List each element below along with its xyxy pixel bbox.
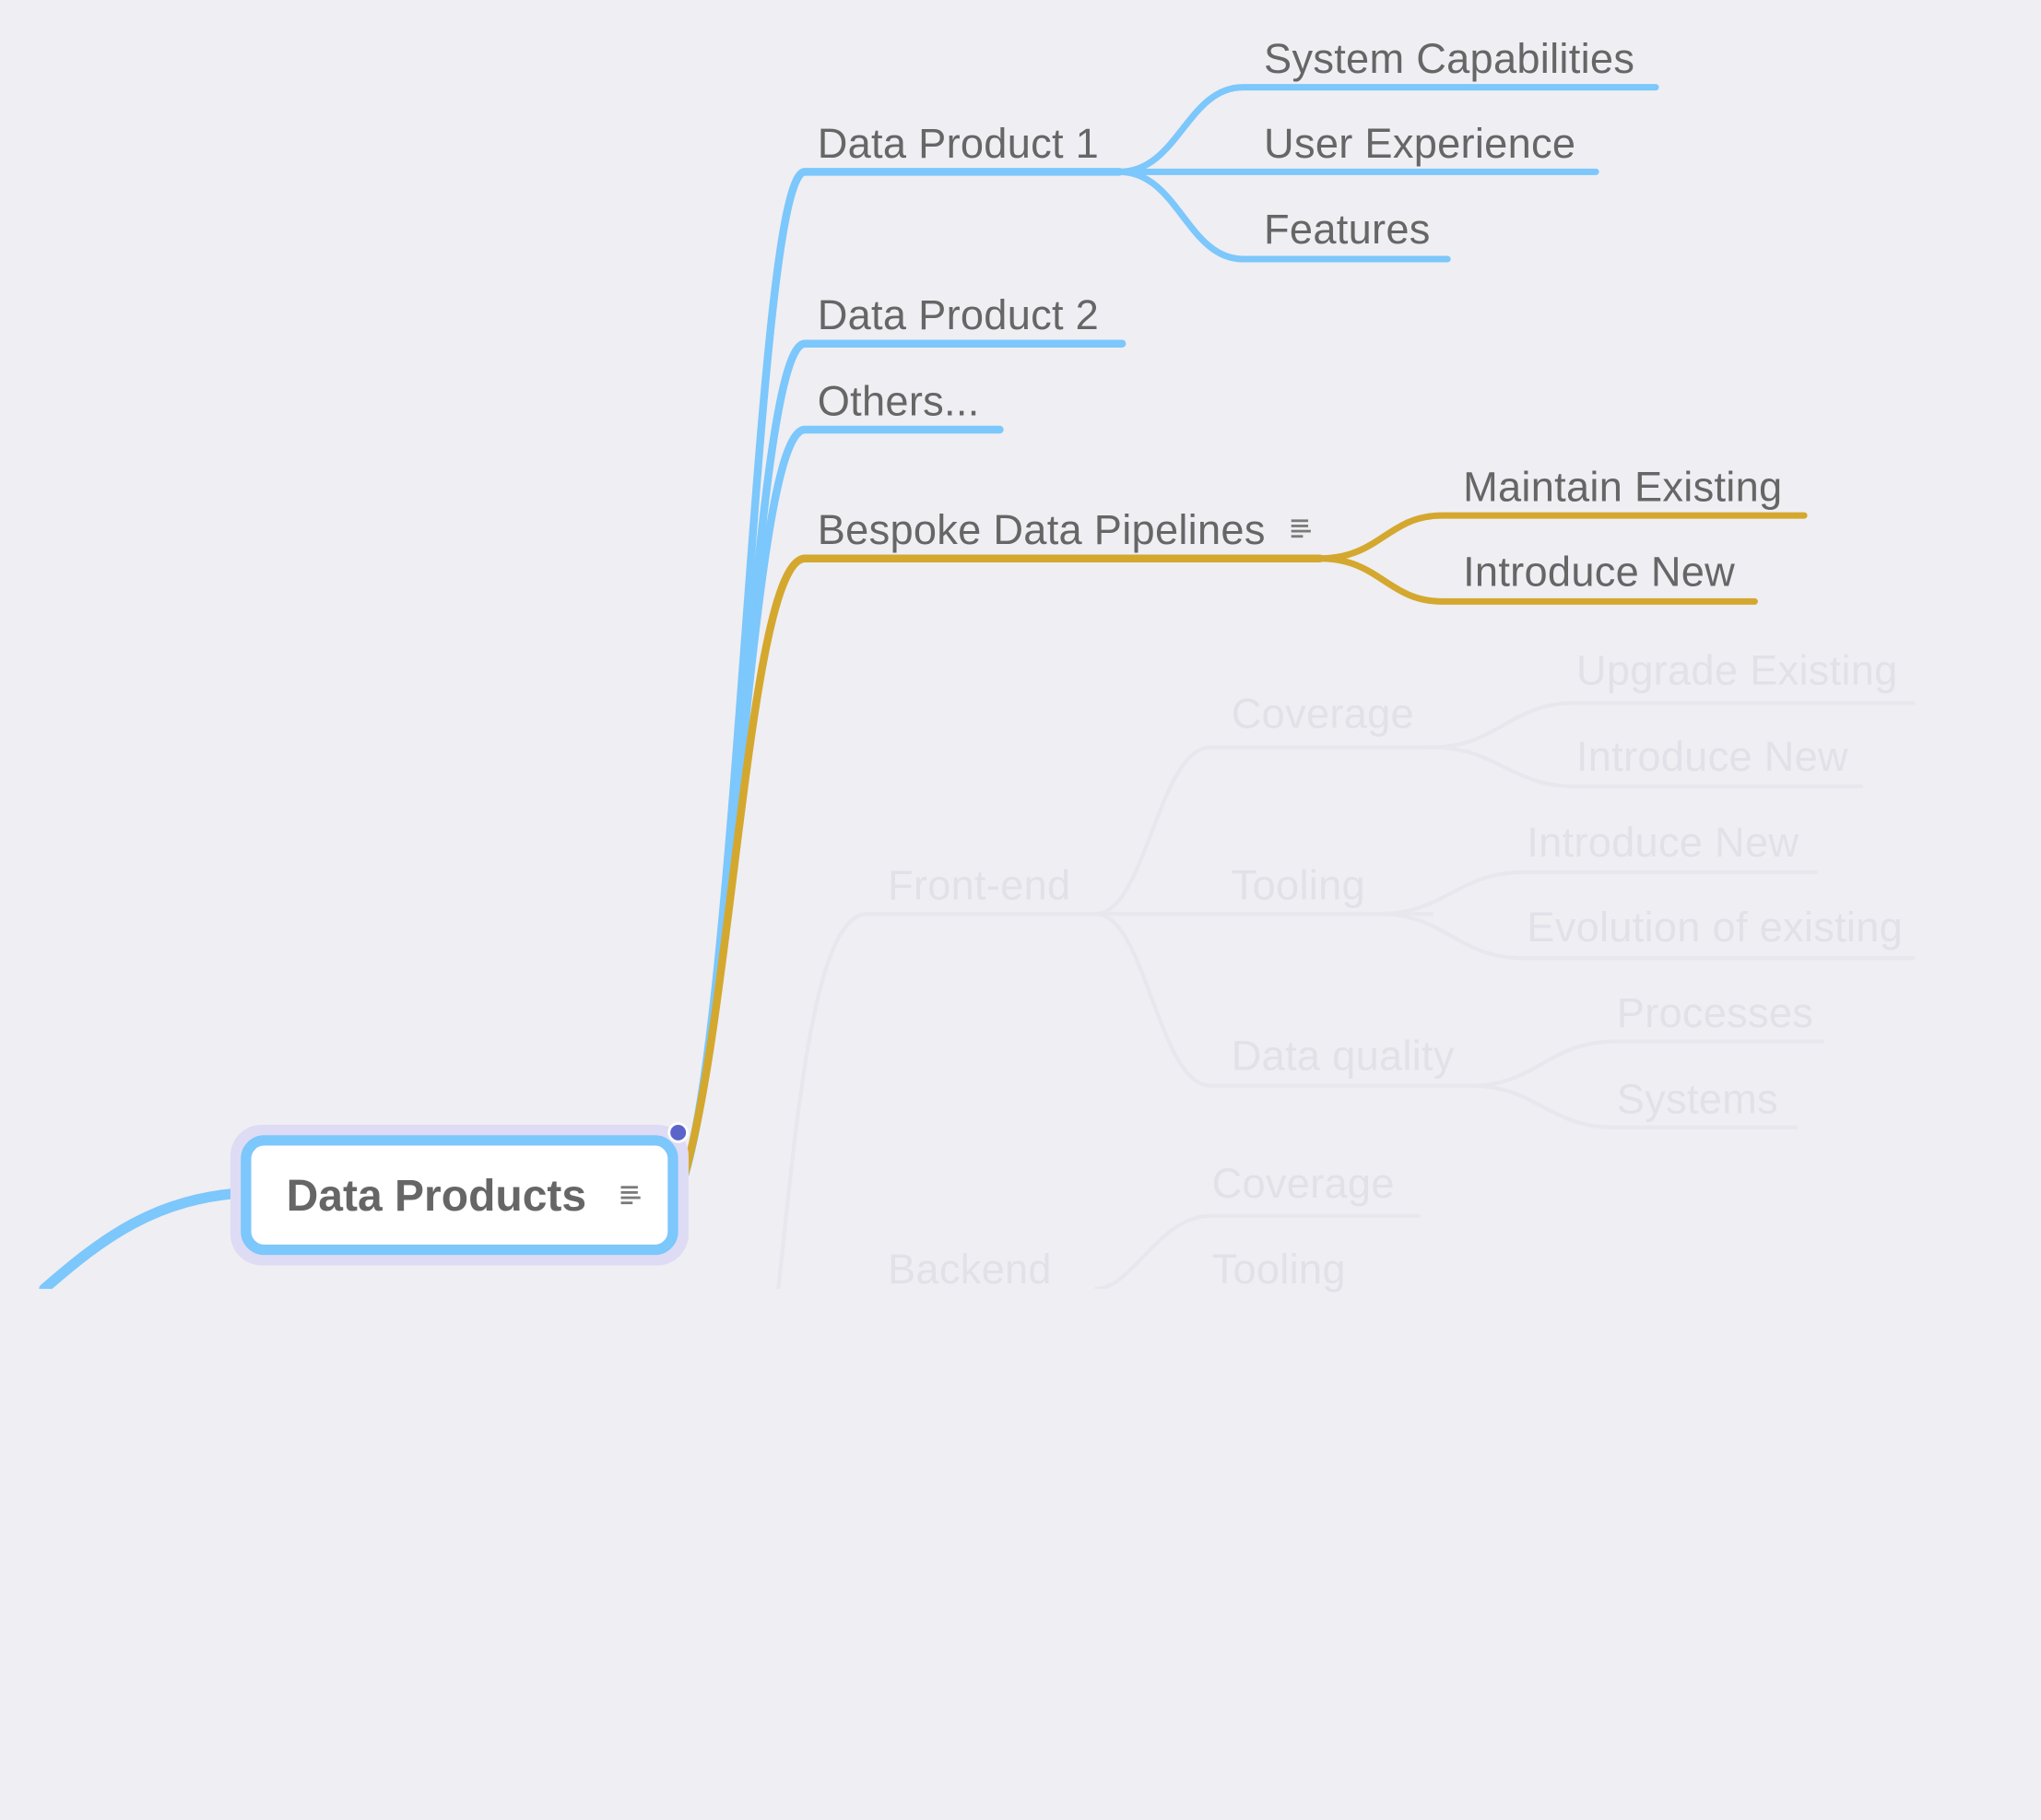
node-others[interactable]: Others... — [817, 377, 980, 425]
connection-handle-dot[interactable] — [667, 1122, 689, 1143]
node-data-product-1[interactable]: Data Product 1 — [817, 119, 1100, 167]
faded-node-backend-tooling[interactable]: Tooling — [1211, 1246, 1346, 1294]
faded-node-tooling-introduce-new[interactable]: Introduce New — [1527, 819, 1799, 866]
node-bespoke-data-pipelines[interactable]: Bespoke Data Pipelines — [817, 506, 1266, 554]
data-product-1-connectors — [1115, 84, 1659, 263]
root-node-label: Data Products — [286, 1171, 587, 1222]
faded-node-tooling[interactable]: Tooling — [1231, 861, 1365, 909]
node-introduce-new[interactable]: Introduce New — [1463, 548, 1736, 596]
faded-connectors — [776, 701, 1916, 1289]
node-user-experience[interactable]: User Experience — [1264, 119, 1576, 167]
node-system-capabilities[interactable]: System Capabilities — [1264, 35, 1635, 82]
faded-node-upgrade-existing[interactable]: Upgrade Existing — [1575, 646, 1898, 694]
faded-node-coverage[interactable]: Coverage — [1231, 690, 1414, 738]
note-icon[interactable] — [1291, 519, 1311, 538]
faded-node-data-quality[interactable]: Data quality — [1231, 1032, 1455, 1080]
root-connectors — [675, 168, 1325, 1196]
faded-node-processes[interactable]: Processes — [1616, 989, 1814, 1036]
node-maintain-existing[interactable]: Maintain Existing — [1463, 463, 1783, 511]
node-features[interactable]: Features — [1264, 206, 1431, 253]
root-incoming-connector — [39, 1187, 253, 1289]
root-node[interactable] — [241, 1135, 678, 1256]
faded-node-backend[interactable]: Backend — [887, 1246, 1052, 1294]
faded-node-backend-coverage[interactable]: Coverage — [1211, 1160, 1395, 1207]
branch-connectors — [39, 84, 1916, 1289]
faded-node-systems[interactable]: Systems — [1616, 1075, 1778, 1123]
note-icon[interactable] — [620, 1186, 641, 1205]
bespoke-connectors — [1316, 512, 1808, 605]
faded-node-coverage-introduce-new[interactable]: Introduce New — [1575, 732, 1848, 780]
faded-node-front-end[interactable]: Front-end — [887, 861, 1071, 909]
faded-node-evolution-of-existing[interactable]: Evolution of existing — [1527, 903, 1904, 951]
node-data-product-2[interactable]: Data Product 2 — [817, 291, 1100, 339]
